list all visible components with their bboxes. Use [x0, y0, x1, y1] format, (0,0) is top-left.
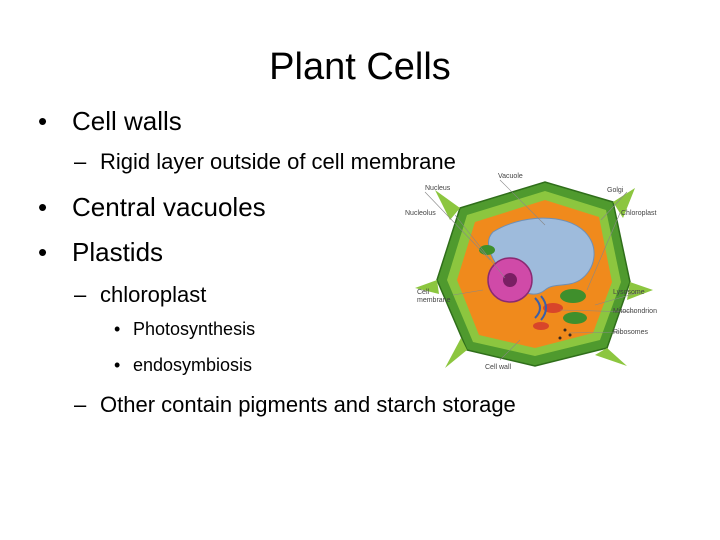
label-mitochondrion: Mitochondrion [613, 308, 657, 315]
leader-lines [424, 179, 641, 361]
bullet-marker: • [38, 237, 48, 267]
chloroplast-shape [479, 245, 495, 255]
label-golgi: Golgi [607, 187, 624, 194]
nucleolus [503, 273, 517, 287]
chloroplast-shape [560, 289, 586, 303]
subsubbullet-endosymbiosis: • endosymbiosis [114, 355, 252, 376]
bullet-text: Central vacuoles [72, 192, 266, 222]
slide-title: Plant Cells [269, 46, 451, 88]
cell-wall-corner [445, 338, 467, 368]
bullet-text: Rigid layer outside of cell membrane [100, 149, 456, 174]
bullet-text: endosymbiosis [133, 355, 253, 375]
dash-marker: – [74, 282, 87, 307]
dash-marker: – [74, 149, 87, 174]
label-lysosome: Lysosome [613, 289, 645, 296]
bullet-text: Other contain pigments and starch storag… [100, 392, 516, 417]
plant-cell-diagram: Nucleus Vacuole Golgi Nucleolus Chloropl… [395, 170, 685, 380]
bullet-marker: • [114, 319, 121, 339]
bullet-marker: • [38, 192, 48, 222]
cell-wall-corner [595, 348, 627, 366]
label-vacuole: Vacuole [498, 173, 523, 180]
subbullet-other-pigments: –Other contain pigments and starch stora… [74, 392, 516, 418]
ribosome-dot [568, 333, 572, 337]
cell-wall-corner [415, 280, 439, 294]
bullet-text: chloroplast [100, 282, 207, 307]
bullet-cell-walls: • Cell walls [38, 106, 182, 137]
plant-cell-illustration: Nucleus Vacuole Golgi Nucleolus Chloropl… [405, 173, 657, 371]
label-ribosomes: Ribosomes [613, 329, 649, 336]
mitochondrion-shape [533, 322, 549, 330]
bullet-text: Photosynthesis [133, 319, 256, 339]
golgi-shape [534, 295, 547, 321]
label-chloroplast: Chloroplast [621, 210, 656, 217]
chloroplast-shape [563, 312, 587, 324]
subbullet-rigid-layer: –Rigid layer outside of cell membrane [74, 149, 456, 175]
bullet-text: Plastids [72, 237, 164, 267]
label-cell-membrane-1: Cell [417, 289, 430, 296]
bullet-central-vacuoles: • Central vacuoles [38, 192, 266, 223]
cell-wall-corner [435, 190, 460, 220]
bullet-marker: • [38, 106, 48, 136]
ribosome-dot [558, 336, 562, 340]
dash-marker: – [74, 392, 87, 417]
cell-wall-corner [627, 282, 653, 300]
subbullet-chloroplast: –chloroplast [74, 282, 206, 308]
cell-wall-corner [613, 188, 635, 218]
label-nucleus: Nucleus [425, 185, 451, 192]
bullet-plastids: • Plastids [38, 237, 163, 268]
label-cell-wall: Cell wall [485, 364, 512, 371]
bullet-marker: • [114, 355, 121, 375]
ribosome-dot [563, 328, 567, 332]
subsubbullet-photosynthesis: • Photosynthesis [114, 319, 255, 340]
label-cell-membrane-2: membrane [417, 297, 451, 304]
label-nucleolus: Nucleolus [405, 210, 436, 217]
mitochondrion-shape [543, 303, 563, 313]
bullet-text: Cell walls [72, 106, 182, 136]
